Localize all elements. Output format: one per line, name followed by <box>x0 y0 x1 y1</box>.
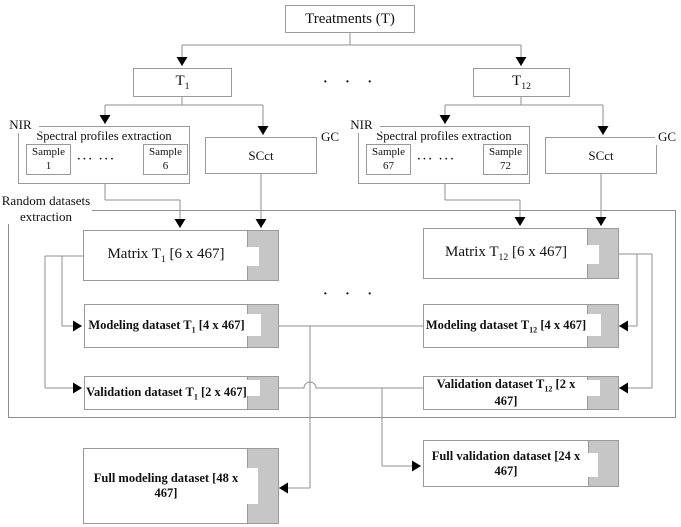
top-ellipsis: · · · <box>322 75 379 90</box>
modeling-t1-notch <box>244 314 261 336</box>
matrix-row-ellipsis: · · · <box>322 287 379 302</box>
spectral-extraction-box-left: Spectral profiles extraction Sample 1 ··… <box>18 126 190 184</box>
validation-t12-label: Validation dataset T12 [2 x 467] <box>436 377 576 408</box>
sample-ellipsis-right: ··· ··· <box>417 153 456 165</box>
nir-label-right: NIR <box>343 117 380 133</box>
t12-box: T12 <box>473 68 570 97</box>
random-extraction-label: Random datasets extraction <box>0 193 92 225</box>
modeling-t12-box: Modeling dataset T12 [4 x 467] <box>423 304 619 348</box>
full-validation-label: Full validation dataset [24 x 467] <box>431 448 581 478</box>
arrow-t12-split <box>439 97 609 135</box>
arrow-t1-split <box>99 97 269 135</box>
matrix-t1-notch <box>244 247 259 266</box>
full-modeling-notch <box>240 468 258 504</box>
scct-label-left: SCct <box>248 147 274 163</box>
sample-box-6: Sample 6 <box>143 144 188 175</box>
matrix-t12-label: Matrix T12 [6 x 467] <box>445 244 567 263</box>
random-extraction-container <box>8 210 676 418</box>
matrix-t12-notch <box>584 245 599 264</box>
sample-box-67: Sample 67 <box>366 144 411 175</box>
scct-box-left: SCct <box>205 137 317 174</box>
gc-label-right: GC <box>655 129 679 145</box>
validation-t1-label: Validation dataset T1 [2 x 467] <box>86 384 247 402</box>
t1-box: T1 <box>133 68 232 97</box>
spectral-title-left: Spectral profiles extraction <box>36 129 172 143</box>
modeling-t12-label: Modeling dataset T12 [4 x 467] <box>425 317 587 335</box>
sample-box-1: Sample 1 <box>26 144 71 175</box>
arrow-modeling-to-full-modeling <box>277 325 423 494</box>
spectral-title-right: Spectral profiles extraction <box>376 129 512 143</box>
validation-t12-box: Validation dataset T12 [2 x 467] <box>423 376 619 410</box>
arrow-validation-to-full-validation <box>277 381 423 472</box>
random-extraction-label-line2: extraction <box>20 208 72 224</box>
matrix-t12-box: Matrix T12 [6 x 467] <box>423 228 619 279</box>
full-validation-box: Full validation dataset [24 x 467] <box>423 440 619 487</box>
arrow-matrix1-to-datasets <box>44 255 83 394</box>
validation-t1-box: Validation dataset T1 [2 x 467] <box>84 376 279 410</box>
matrix-t1-box: Matrix T1 [6 x 467] <box>83 230 279 281</box>
matrix-t1-label: Matrix T1 [6 x 467] <box>107 246 225 265</box>
t12-label: T12 <box>512 73 531 92</box>
modeling-t1-box: Modeling dataset T1 [4 x 467] <box>84 304 279 348</box>
random-extraction-label-line1: Random datasets <box>1 193 91 208</box>
arrow-matrix2-to-datasets <box>617 253 653 394</box>
sample-box-72: Sample 72 <box>483 144 528 175</box>
arrow-spectral2-to-matrix2 <box>444 184 526 226</box>
validation-t1-notch <box>244 380 260 396</box>
full-modeling-label: Full modeling dataset [48 x 467] <box>93 471 239 500</box>
arrow-treatments-split <box>176 33 527 66</box>
full-validation-notch <box>582 453 598 477</box>
spectral-extraction-box-right: Spectral profiles extraction Sample 67 ·… <box>358 126 530 184</box>
gc-label-left: GC <box>318 129 342 145</box>
validation-t12-notch <box>584 380 600 396</box>
arrow-spectral1-to-matrix1 <box>104 184 186 228</box>
full-modeling-box: Full modeling dataset [48 x 467] <box>83 448 279 524</box>
nir-label-left: NIR <box>2 117 39 133</box>
modeling-t12-notch <box>584 314 601 336</box>
treatments-box: Treatments (T) <box>285 5 415 33</box>
scct-box-right: SCct <box>545 137 657 174</box>
sample-ellipsis-left: ··· ··· <box>77 153 116 165</box>
scct-label-right: SCct <box>588 147 614 163</box>
treatments-label: Treatments (T) <box>305 10 395 27</box>
modeling-t1-label: Modeling dataset T1 [4 x 467] <box>88 317 245 335</box>
t1-label: T1 <box>175 73 190 92</box>
